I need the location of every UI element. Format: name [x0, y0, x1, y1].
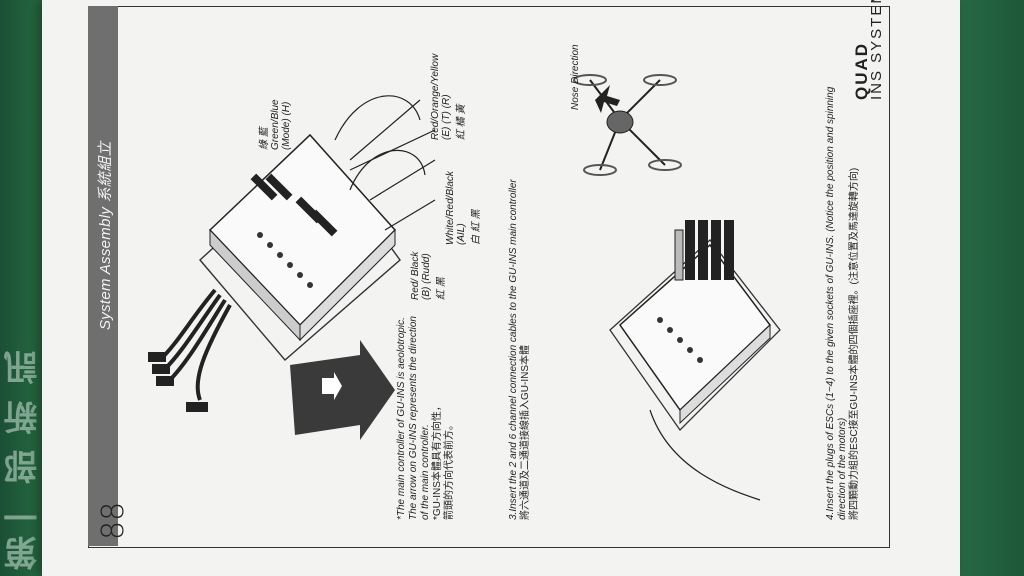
step-4-en-line-1: 4.Insert the plugs of ESCs (1~4) to the … — [825, 86, 836, 520]
page-number: 88 — [96, 501, 131, 540]
label-roy-ch: (E) (T) (R) — [441, 94, 452, 140]
label-roy-en: Red/Orange/Yellow — [430, 53, 441, 140]
page-title: System Assembly 系統組立 — [97, 141, 114, 330]
label-green-blue-en: Green/Blue — [270, 99, 281, 150]
label-red-black: Red/ Black (B) (Rudd) 紅 黑 — [410, 252, 447, 300]
header-band — [88, 6, 118, 546]
arrow-note: *The main controller of GU-INS is aeolot… — [396, 316, 456, 520]
label-rb-cn: 紅 黑 — [436, 277, 447, 300]
nose-direction-label: Nose Direction — [570, 44, 581, 110]
label-green-blue-ch: (Mode) (H) — [281, 101, 292, 150]
arrow-note-line-2: The arrow on GU-INS represents the direc… — [408, 316, 419, 520]
label-green-blue: 綠 藍 Green/Blue (Mode) (H) — [255, 99, 292, 150]
step-3-instruction: 3.Insert the 2 and 6 channel connection … — [508, 179, 532, 520]
label-red-orange-yellow: Red/Orange/Yellow (E) (T) (R) 紅 橘 黃 — [430, 54, 467, 140]
label-wrb-ch: (AIL) — [456, 223, 467, 245]
nose-direction-arrow-icon — [595, 85, 620, 113]
arrow-note-line-3: of the main controller. — [420, 424, 431, 520]
direction-arrow-icon — [290, 340, 395, 440]
step-4-instruction: 4.Insert the plugs of ESCs (1~4) to the … — [825, 87, 861, 520]
arrow-note-line-5: 箭頭的方向代表前方。 — [444, 420, 455, 520]
quadcopter-diagram — [573, 74, 682, 176]
arrow-note-line-4: *GU-INS本體具有方向性， — [432, 401, 443, 520]
esc-plug-diagram — [609, 220, 781, 501]
label-white-red-black: White/Red/Black (AIL) 白 紅 黑 — [445, 171, 482, 245]
label-wrb-en: White/Red/Black — [445, 171, 456, 245]
label-rb-ch: (B) (Rudd) — [421, 253, 432, 300]
controller-assembly-diagram — [148, 95, 436, 440]
label-wrb-cn: 白 紅 黑 — [471, 209, 482, 245]
step-4-en-line-2: direction of the motors) — [837, 417, 848, 520]
manual-page — [42, 0, 960, 576]
step-3-cn: 將六通道及二通道接線插入GU-INS本體 — [520, 345, 531, 520]
step-4-cn: 將四顆動力組的ESC接至GU-INS本體的四個插座裡。(注意位置及馬達旋轉方向) — [849, 167, 860, 520]
step-3-en: 3.Insert the 2 and 6 channel connection … — [508, 179, 519, 520]
label-green-blue-cn: 綠 藍 — [259, 127, 270, 150]
label-rb-en: Red/ Black — [410, 251, 421, 300]
brand-ins-system: INS SYSTEM — [868, 0, 885, 100]
label-roy-cn: 紅 橘 黃 — [456, 104, 467, 140]
arrow-note-line-1: *The main controller of GU-INS is aeolot… — [396, 317, 407, 520]
